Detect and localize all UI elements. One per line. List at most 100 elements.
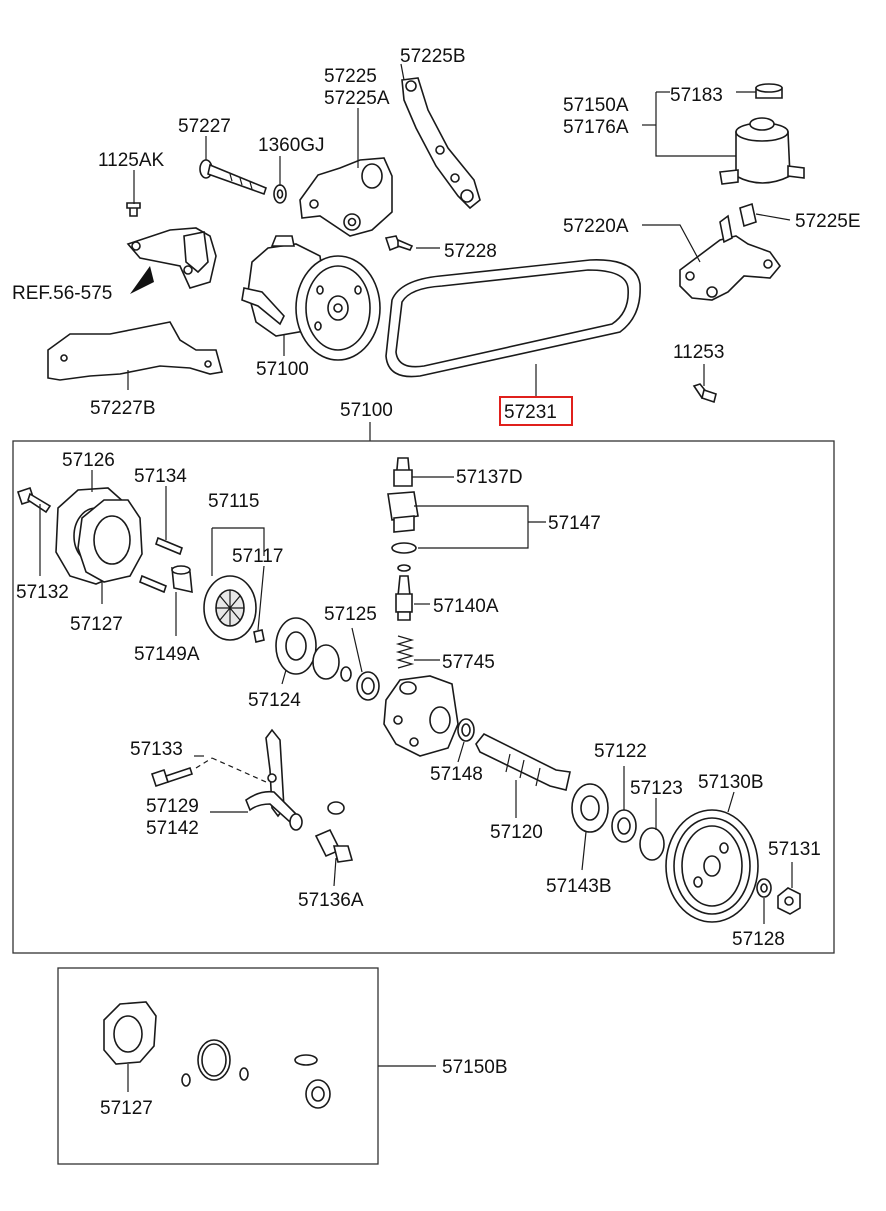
bracket-57225[interactable] <box>299 157 393 237</box>
label-57225E[interactable]: 57225E <box>795 211 861 232</box>
cap-57183[interactable] <box>755 83 783 99</box>
label-57122[interactable]: 57122 <box>594 741 647 762</box>
union-57147[interactable] <box>387 491 419 554</box>
label-57231[interactable]: 57231 <box>504 402 557 423</box>
pipe-57142[interactable] <box>245 790 303 831</box>
label-57128[interactable]: 57128 <box>732 929 785 950</box>
bracket-57129[interactable] <box>265 728 285 818</box>
gasket-57127[interactable] <box>77 499 143 583</box>
seal-57122[interactable] <box>611 809 637 843</box>
bracket-57220A[interactable] <box>679 214 782 301</box>
label-57143B[interactable]: 57143B <box>546 876 612 897</box>
seal-57148[interactable] <box>457 718 475 742</box>
pump-57100[interactable] <box>241 235 381 361</box>
label-57148[interactable]: 57148 <box>430 764 483 785</box>
label-kit-57127[interactable]: 57127 <box>100 1098 153 1119</box>
fitting-57137D[interactable] <box>393 457 413 487</box>
o-ring-large[interactable] <box>312 644 340 680</box>
label-57147[interactable]: 57147 <box>548 513 601 534</box>
label-1125AK[interactable]: 1125AK <box>98 150 165 171</box>
assembly-leader-lines <box>39 470 793 924</box>
label-57120[interactable]: 57120 <box>490 822 543 843</box>
label-11253[interactable]: 11253 <box>673 342 724 363</box>
label-ref-56-575[interactable]: REF.56-575 <box>12 283 112 304</box>
label-57150B[interactable]: 57150B <box>442 1057 508 1078</box>
bolt-57133[interactable] <box>150 766 194 788</box>
bolt-11253[interactable] <box>692 383 717 404</box>
label-57225[interactable]: 57225 <box>324 66 377 87</box>
o-ring-small[interactable] <box>340 666 352 682</box>
top-leader-lines <box>127 63 791 398</box>
label-57133[interactable]: 57133 <box>130 739 183 760</box>
label-57150A[interactable]: 57150A <box>563 95 629 116</box>
valve-57140A[interactable] <box>395 564 413 621</box>
pin-57117[interactable] <box>253 629 265 643</box>
label-57220A[interactable]: 57220A <box>563 216 629 237</box>
washer-1360GJ[interactable] <box>273 184 287 204</box>
ref-arrow-icon <box>130 266 154 294</box>
label-57132[interactable]: 57132 <box>16 582 69 603</box>
label-57125[interactable]: 57125 <box>324 604 377 625</box>
kit-o-ring-flat[interactable] <box>294 1054 318 1066</box>
belt-57231[interactable] <box>385 259 641 378</box>
kit-seal[interactable] <box>305 1079 331 1109</box>
label-57115[interactable]: 57115 <box>208 491 259 512</box>
label-57100-pump[interactable]: 57100 <box>256 359 309 380</box>
label-57127[interactable]: 57127 <box>70 614 123 635</box>
label-57124[interactable]: 57124 <box>248 690 301 711</box>
kit-o-ring-small-right[interactable] <box>239 1067 249 1081</box>
cartridge-57115[interactable] <box>203 575 257 641</box>
bushing-57149A[interactable] <box>171 565 193 594</box>
label-57228[interactable]: 57228 <box>444 241 497 262</box>
bolt-57133-dashed-line <box>195 757 267 783</box>
label-57136A[interactable]: 57136A <box>298 890 364 911</box>
bolt-57227[interactable] <box>199 159 267 196</box>
washer-57128[interactable] <box>756 878 772 898</box>
kit-o-ring-large[interactable] <box>197 1039 231 1081</box>
assembly-title[interactable]: 57100 <box>340 400 393 421</box>
seal-57125[interactable] <box>356 671 380 701</box>
label-57227B[interactable]: 57227B <box>90 398 156 419</box>
snap-ring-57123[interactable] <box>639 827 665 861</box>
label-57745[interactable]: 57745 <box>442 652 495 673</box>
label-57123[interactable]: 57123 <box>630 778 683 799</box>
label-57129[interactable]: 57129 <box>146 796 199 817</box>
assembly-box <box>12 440 835 954</box>
label-57176A[interactable]: 57176A <box>563 117 629 138</box>
clip-57225E[interactable] <box>739 202 757 228</box>
label-57130B[interactable]: 57130B <box>698 772 764 793</box>
fitting-57136A[interactable] <box>314 828 354 863</box>
label-57131[interactable]: 57131 <box>768 839 821 860</box>
label-57134[interactable]: 57134 <box>134 466 187 487</box>
label-57140A[interactable]: 57140A <box>433 596 499 617</box>
label-57149A[interactable]: 57149A <box>134 644 200 665</box>
reservoir-57150A[interactable] <box>719 117 805 185</box>
spring-57745[interactable] <box>395 635 415 669</box>
bearing-57124[interactable] <box>275 617 317 675</box>
pulley-57130B[interactable] <box>665 809 759 923</box>
label-57117[interactable]: 57117 <box>232 546 283 567</box>
label-57225B[interactable]: 57225B <box>400 46 466 67</box>
shaft-57120[interactable] <box>475 732 571 791</box>
label-57142[interactable]: 57142 <box>146 818 199 839</box>
bracket-arm-57225B[interactable] <box>401 77 481 210</box>
kit-o-ring-small-left[interactable] <box>181 1073 191 1087</box>
label-57183[interactable]: 57183 <box>670 85 723 106</box>
bearing-57143B[interactable] <box>571 783 609 833</box>
pins-57134[interactable] <box>139 536 183 594</box>
bolt-1125AK[interactable] <box>126 202 141 217</box>
label-57225A[interactable]: 57225A <box>324 88 390 109</box>
shield-plate-57227B[interactable] <box>47 321 224 381</box>
bolt-57132[interactable] <box>16 486 52 514</box>
nut-57131[interactable] <box>777 887 801 915</box>
label-57126[interactable]: 57126 <box>62 450 115 471</box>
label-57137D[interactable]: 57137D <box>456 467 523 488</box>
pump-body[interactable] <box>383 675 459 757</box>
bracket-ref-56-575[interactable] <box>126 227 217 289</box>
kit-gasket-57127[interactable] <box>103 1001 157 1065</box>
bolt-57228[interactable] <box>384 235 414 252</box>
label-1360GJ[interactable]: 1360GJ <box>258 135 325 156</box>
label-57227[interactable]: 57227 <box>178 116 231 137</box>
o-ring-57142[interactable] <box>327 801 345 815</box>
